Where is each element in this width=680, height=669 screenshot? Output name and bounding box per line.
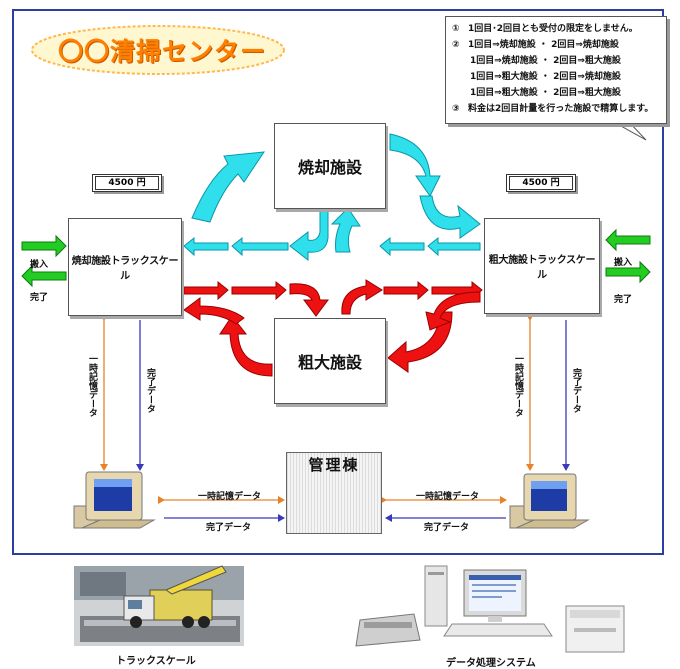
truck-scale-photo xyxy=(74,565,244,646)
left-done-data-label: 完了データ xyxy=(145,368,155,413)
data-system-caption: データ処理システム xyxy=(446,658,536,669)
note-line: 1回目⇒粗大施設 ・ 2回目⇒粗大施設 xyxy=(470,88,621,98)
note-line: 1回目⇒焼却施設 ・ 2回目⇒粗大施設 xyxy=(470,56,621,66)
left-temp-data-label: 一時記憶データ xyxy=(87,354,97,417)
red-uturn-up xyxy=(341,279,383,315)
right-in-label: 搬入 xyxy=(614,258,633,268)
cyan-uturn-up xyxy=(330,207,361,253)
left-price-label: 4500 円 xyxy=(92,174,162,192)
bulky-facility-box: 粗大施設 xyxy=(274,318,386,404)
left-done-label: 完了 xyxy=(30,293,49,303)
incinerator-facility-box: 焼却施設 xyxy=(274,123,386,209)
cyan-arrows xyxy=(183,133,481,262)
red-curve-arrow-left xyxy=(219,315,273,377)
red-arrows xyxy=(183,279,483,377)
right-temp-data-h-label: 一時記憶データ xyxy=(416,492,480,502)
cyan-curve-arrow-left xyxy=(191,151,266,223)
computer-icon-right xyxy=(509,473,590,529)
right-done-label: 完了 xyxy=(614,295,633,305)
admin-building-box xyxy=(286,452,382,534)
cyan-arrow-2 xyxy=(231,236,289,257)
right-done-data-label: 完了データ xyxy=(571,368,581,413)
left-done-data-h-label: 完了データ xyxy=(206,523,252,533)
data-system-photo xyxy=(355,565,625,653)
left-truck-scale-box: 焼却施設トラックスケール xyxy=(68,218,182,316)
green-arrow-out-left xyxy=(21,264,67,288)
green-arrows xyxy=(21,228,651,288)
red-curve-arrow-right-2 xyxy=(425,291,481,331)
computer-icon-left xyxy=(73,471,156,529)
red-uturn-down xyxy=(289,283,329,317)
red-curve-arrow-right xyxy=(387,311,453,373)
data-links xyxy=(100,314,570,522)
red-arrow-2 xyxy=(231,280,287,301)
cyan-curve-arrow-right-2 xyxy=(419,195,481,239)
truck-scale-caption: トラックスケール xyxy=(116,656,196,667)
cyan-curve-arrow-right xyxy=(389,133,441,197)
cyan-arrow-1 xyxy=(183,236,229,257)
cyan-arrow-4 xyxy=(427,236,481,257)
note-line: 1回目⇒粗大施設 ・ 2回目⇒焼却施設 xyxy=(470,72,621,82)
green-arrow-out-right xyxy=(605,260,651,284)
page-title: 〇〇清掃センター xyxy=(57,37,266,66)
left-temp-data-h-label: 一時記憶データ xyxy=(198,492,262,502)
red-arrow-3 xyxy=(383,280,429,301)
admin-building-title: 管理棟 xyxy=(308,456,360,474)
right-truck-scale-box: 粗大施設トラックスケール xyxy=(484,218,600,314)
green-arrow-in-left xyxy=(21,234,67,258)
cyan-uturn-down xyxy=(289,205,329,262)
left-in-label: 搬入 xyxy=(30,260,49,270)
right-done-data-h-label: 完了データ xyxy=(424,523,470,533)
right-price-label: 4500 円 xyxy=(506,174,576,192)
red-arrow-1 xyxy=(183,280,229,301)
right-temp-data-label: 一時記憶データ xyxy=(513,354,523,417)
red-curve-arrow-left-2 xyxy=(183,297,245,325)
cyan-arrow-3 xyxy=(379,236,425,257)
green-arrow-in-right xyxy=(605,228,651,252)
title-oval xyxy=(31,25,285,75)
